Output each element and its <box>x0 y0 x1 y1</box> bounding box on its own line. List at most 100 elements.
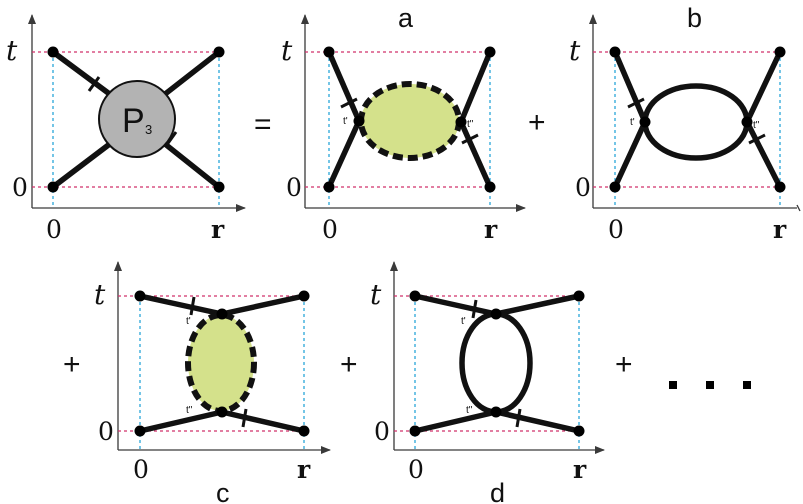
axis-label-t: t <box>569 34 581 67</box>
vertex-dot <box>490 308 502 320</box>
vertex-label-t-prime: t' <box>186 316 191 327</box>
vertex-label-t-double-prime: t" <box>466 405 473 416</box>
vertex-dot <box>134 290 146 302</box>
vertex-dot <box>573 425 585 437</box>
panel-a-leg <box>326 49 362 124</box>
vertex-dot <box>484 181 496 193</box>
panel-c-cut-mark <box>241 408 248 428</box>
axis-label-zero: 0 <box>322 215 338 244</box>
panel-a-cut-mark <box>340 97 358 109</box>
plus-sign: + <box>340 348 358 381</box>
vertex-dot <box>609 181 621 193</box>
panel-b-leg <box>744 119 783 190</box>
vertex-dot <box>47 46 59 58</box>
panel-b-bubble-loop <box>642 83 750 161</box>
panel-a-leg <box>458 49 493 125</box>
vertex-dot <box>298 290 310 302</box>
panel-b-leg <box>744 49 783 125</box>
axis-label-zero: 0 <box>12 173 28 202</box>
panel-c-self-energy-blob <box>185 312 257 414</box>
axis-label-zero: 0 <box>46 215 62 244</box>
panel-b-cut-mark <box>748 133 766 145</box>
panel-c-leg <box>137 293 225 317</box>
panel-p3-leg-bottom-right <box>157 137 222 190</box>
ellipsis <box>669 381 751 389</box>
panel-d: d t' t" t 0 0 r <box>370 261 605 504</box>
vertex-dot <box>484 46 496 58</box>
axis-label-zero: 0 <box>608 215 624 244</box>
ellipsis-dot <box>743 381 751 389</box>
panel-d-bubble-loop <box>459 311 533 415</box>
panel-d-cut-mark <box>471 299 478 319</box>
panel-p3-leg-top-right <box>157 49 222 101</box>
panel-a-cut-mark <box>461 133 479 145</box>
plus-sign: + <box>528 106 546 139</box>
vertex-dot <box>409 425 421 437</box>
vertex-dot <box>213 46 225 58</box>
vertex-label-t-prime: t' <box>461 316 466 327</box>
panel-b-leg <box>612 49 648 125</box>
axis-label-zero: 0 <box>98 417 114 446</box>
axis-label-zero: 0 <box>133 455 149 484</box>
vertex-dot <box>455 116 467 128</box>
vertex-dot <box>47 181 59 193</box>
vertex-dot <box>774 46 786 58</box>
panel-label-d: d <box>490 478 505 504</box>
panel-c-leg <box>219 293 307 317</box>
panel-c-cut-mark <box>189 296 196 316</box>
panel-b: b t' t" t 0 0 r <box>569 3 801 244</box>
axis-label-t: t <box>370 278 382 311</box>
axis-label-zero: 0 <box>374 417 390 446</box>
panel-a-leg <box>326 118 362 190</box>
equals-sign: = <box>254 108 272 141</box>
ellipsis-dot <box>706 381 714 389</box>
panel-c-leg <box>137 409 225 434</box>
panel-c: c t' t" t 0 0 r <box>94 261 331 504</box>
panel-p3: P 3 t 0 0 r <box>6 14 246 244</box>
vertex-label-t-prime: t' <box>630 117 635 128</box>
panel-label-c: c <box>216 478 230 504</box>
vertex-dot <box>490 406 502 418</box>
panel-a-self-energy-blob <box>358 81 462 161</box>
axis-label-zero: 0 <box>575 173 591 202</box>
panel-b-leg <box>612 119 648 190</box>
vertex-dot <box>216 308 228 320</box>
ellipsis-dot <box>669 381 677 389</box>
p3-subscript: 3 <box>145 122 152 137</box>
vertex-dot <box>409 290 421 302</box>
p3-label: P <box>122 102 145 140</box>
vertex-dot <box>216 406 228 418</box>
panel-d-leg <box>493 409 582 434</box>
vertex-dot <box>609 46 621 58</box>
panel-d-leg <box>412 293 499 317</box>
axis-label-zero: 0 <box>286 173 302 202</box>
vertex-label-t-double-prime: t" <box>467 119 474 130</box>
vertex-dot <box>323 181 335 193</box>
panel-label-a: a <box>398 3 414 33</box>
axis-label-r: r <box>211 215 225 244</box>
panel-b-x-axis-end <box>796 204 801 212</box>
axis-label-t: t <box>6 34 18 67</box>
vertex-dot <box>353 115 365 127</box>
vertex-dot <box>741 116 753 128</box>
axis-label-zero: 0 <box>408 455 424 484</box>
axis-label-r: r <box>297 455 311 484</box>
panel-d-cut-mark <box>515 408 522 428</box>
panel-p3-leg-bottom-left <box>50 137 118 190</box>
vertex-dot <box>774 181 786 193</box>
panel-d-leg <box>412 409 499 434</box>
axis-label-r: r <box>773 215 787 244</box>
panel-p3-cut-mark <box>87 76 101 92</box>
p3-vertex-blob <box>98 80 176 158</box>
panel-a-leg <box>458 119 493 190</box>
vertex-label-t-double-prime: t" <box>753 120 760 131</box>
vertex-dot <box>213 181 225 193</box>
plus-sign: + <box>615 348 633 381</box>
panel-p3-leg-top-left <box>50 49 118 101</box>
axis-label-r: r <box>573 455 587 484</box>
panel-b-cut-mark <box>627 97 645 109</box>
vertex-dot <box>323 46 335 58</box>
panel-p3-cut-mark <box>164 131 178 147</box>
axis-label-r: r <box>484 215 498 244</box>
